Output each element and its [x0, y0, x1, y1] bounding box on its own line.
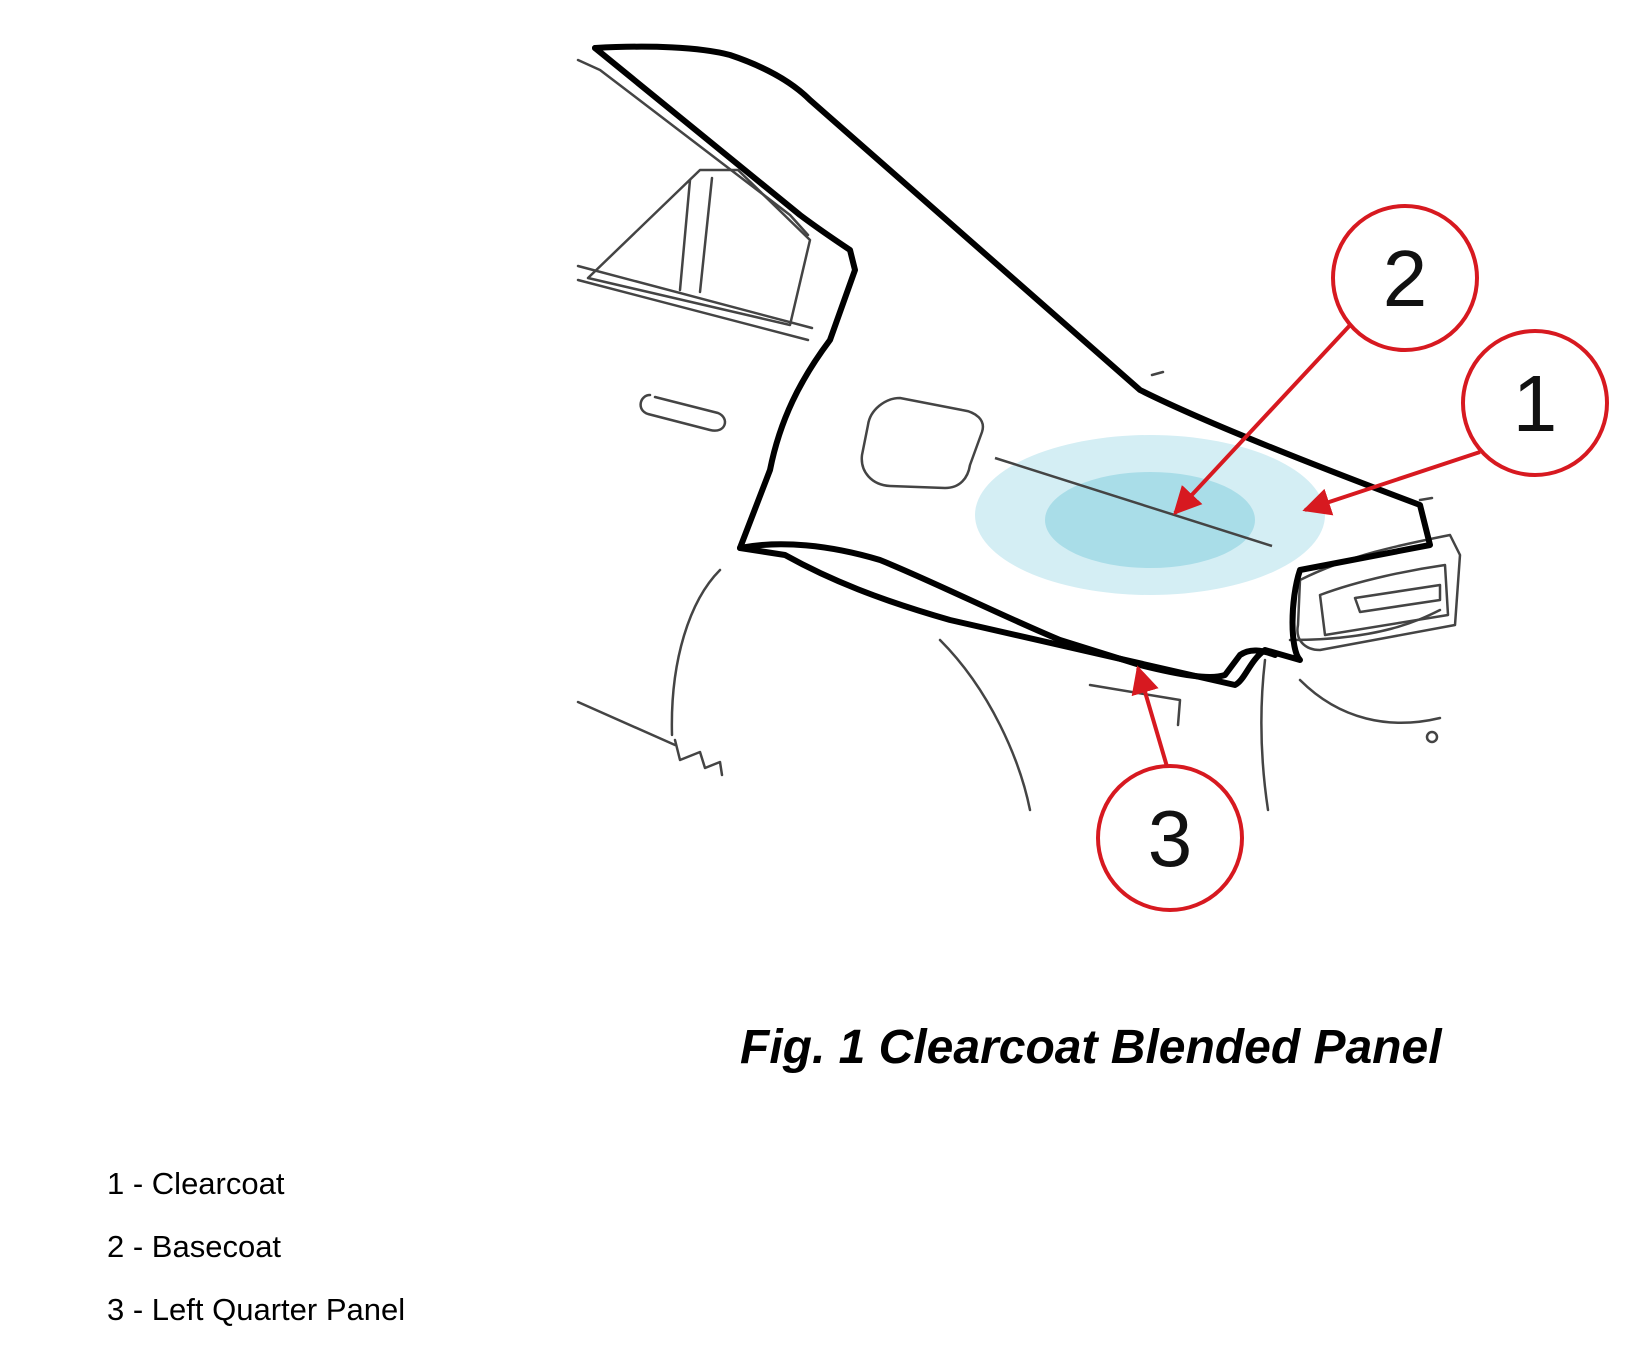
legend-item-left-quarter-panel: 3 - Left Quarter Panel: [107, 1292, 406, 1327]
car-quarter-panel-figure: 2 1 3: [576, 43, 1609, 912]
callout-3-ring: [1096, 764, 1244, 912]
figure-caption: Fig. 1 Clearcoat Blended Panel: [740, 1021, 1442, 1074]
callout-2-ring: [1331, 204, 1479, 352]
legend-list: 1 - Clearcoat 2 - Basecoat 3 - Left Quar…: [107, 1168, 405, 1357]
callout-3: 3: [1096, 764, 1244, 912]
callout-1-arrow: [1302, 450, 1481, 516]
callout-2: 2: [1331, 204, 1479, 352]
callout-1-number: 1: [1513, 359, 1558, 448]
legend-item-basecoat: 2 - Basecoat: [107, 1229, 282, 1264]
callout-arrows: [1131, 320, 1481, 771]
callout-1-ring: [1461, 329, 1609, 477]
callout-3-arrow: [1131, 665, 1170, 771]
paint-zones: [975, 435, 1325, 595]
callout-1: 1: [1461, 329, 1609, 477]
scratch-line: [994, 456, 1273, 548]
legend-item-clearcoat: 1 - Clearcoat: [107, 1166, 285, 1201]
callout-3-number: 3: [1148, 794, 1193, 883]
callout-2-arrow: [1173, 320, 1355, 516]
basecoat-zone: [1045, 472, 1255, 568]
car-body-drawing: [576, 43, 1462, 812]
callout-2-number: 2: [1383, 234, 1428, 323]
